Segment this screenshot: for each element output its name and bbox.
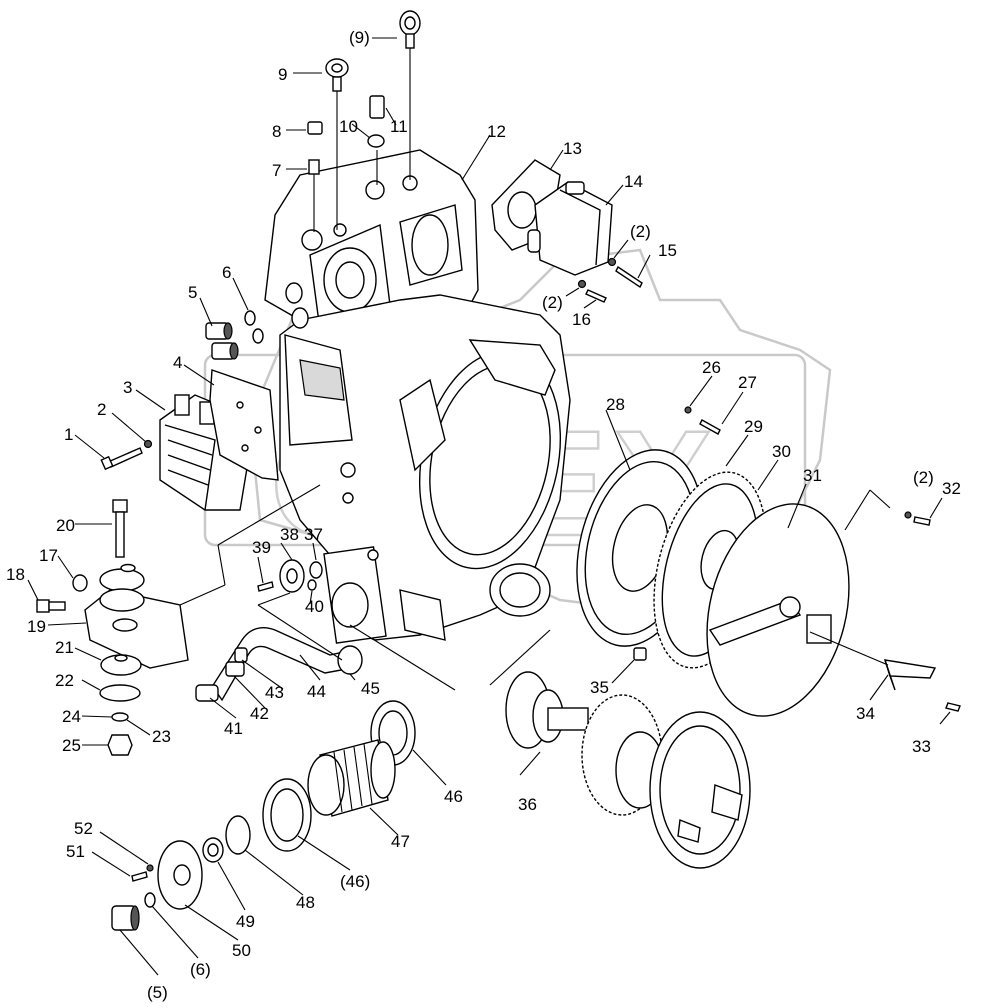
filter-assembly (491, 159, 643, 303)
callout-18: 18 (6, 565, 25, 584)
left-parts (100, 282, 309, 511)
callout-7: 7 (272, 161, 281, 180)
pipe-assembly (195, 559, 363, 702)
callout-27: 27 (738, 373, 757, 392)
callout-38: 38 (280, 525, 299, 544)
top-parts (307, 10, 421, 232)
callout-34: 34 (856, 704, 875, 723)
callout-29: 29 (744, 417, 763, 436)
callout-46-ref: (46) (340, 872, 370, 891)
callout-48: 48 (296, 893, 315, 912)
callout-23: 23 (152, 727, 171, 746)
callout-45: 45 (361, 679, 380, 698)
callout-39: 39 (252, 538, 271, 557)
engine-mount (36, 499, 189, 756)
callout-35: 35 (590, 678, 609, 697)
callout-51: 51 (66, 842, 85, 861)
callout-28: 28 (606, 395, 625, 414)
callout-1: 1 (64, 425, 73, 444)
callout-41: 41 (224, 719, 243, 738)
callout-11: 11 (390, 117, 408, 136)
callout-2-ref-c: (2) (913, 468, 934, 487)
strainer-assembly (111, 700, 416, 931)
callout-43: 43 (265, 683, 284, 702)
callout-37: 37 (304, 525, 323, 544)
callout-5-ref: (5) (147, 983, 168, 1002)
callout-14: 14 (624, 172, 643, 191)
callout-10: 10 (339, 117, 358, 136)
output-shaft-assembly (505, 671, 751, 869)
callout-47: 47 (391, 832, 410, 851)
rear-drive-assembly (576, 406, 961, 717)
callout-5: 5 (188, 283, 197, 302)
callout-52: 52 (74, 819, 93, 838)
callout-6: 6 (222, 263, 231, 282)
callout-30: 30 (772, 442, 791, 461)
callout-8: 8 (272, 122, 281, 141)
callout-4: 4 (173, 353, 182, 372)
callout-2: 2 (97, 400, 106, 419)
callout-44: 44 (307, 682, 326, 701)
callout-25: 25 (62, 736, 81, 755)
callout-24: 24 (62, 707, 81, 726)
callout-16: 16 (572, 310, 591, 329)
callout-42: 42 (250, 704, 269, 723)
callout-22: 22 (55, 671, 74, 690)
callout-9-ref: (9) (349, 28, 370, 47)
callout-labels: 9 (9) 8 7 10 11 12 13 14 (2) 15 (2) 16 6… (6, 28, 961, 1002)
callout-13: 13 (563, 139, 582, 158)
callout-36: 36 (518, 795, 537, 814)
callout-26: 26 (702, 358, 721, 377)
callout-2-ref-a: (2) (630, 222, 651, 241)
callout-21: 21 (55, 638, 74, 657)
callout-15: 15 (658, 241, 677, 260)
callout-49: 49 (236, 912, 255, 931)
callout-12: 12 (487, 122, 506, 141)
callout-33: 33 (912, 737, 931, 756)
transmission-housing (264, 149, 571, 644)
callout-17: 17 (39, 546, 58, 565)
leader-lines (27, 37, 951, 976)
callout-32: 32 (942, 479, 961, 498)
callout-46: 46 (444, 787, 463, 806)
callout-19: 19 (27, 617, 46, 636)
callout-50: 50 (232, 941, 251, 960)
callout-40: 40 (305, 597, 324, 616)
callout-2-ref-b: (2) (542, 293, 563, 312)
callout-9: 9 (278, 65, 287, 84)
callout-31: 31 (803, 466, 822, 485)
callout-3: 3 (123, 378, 132, 397)
callout-20: 20 (56, 516, 75, 535)
callout-6-ref: (6) (190, 960, 211, 979)
